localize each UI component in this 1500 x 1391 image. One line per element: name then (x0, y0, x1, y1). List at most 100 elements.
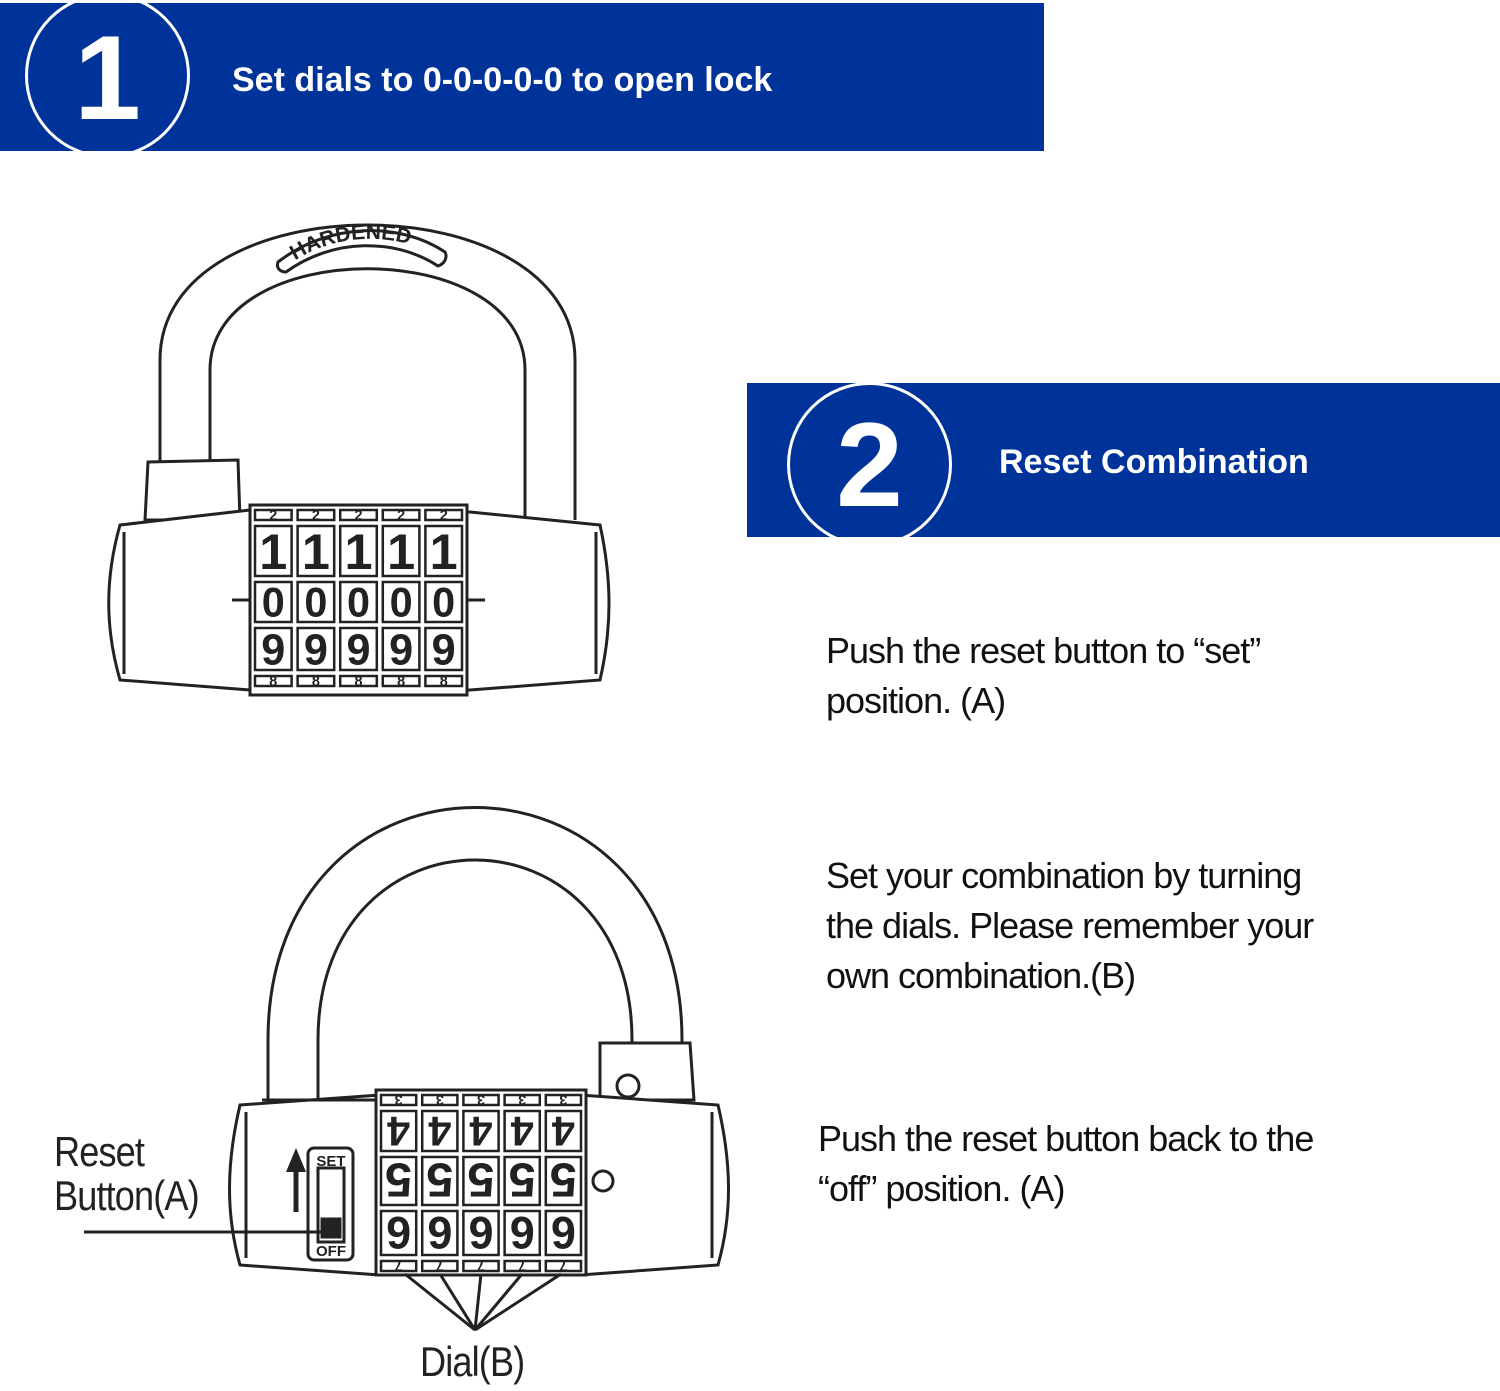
dial-cell (544, 1209, 583, 1257)
dial-cell (424, 626, 464, 672)
dial-digit: 1 (259, 523, 287, 580)
dial-cell (424, 524, 464, 578)
dial-cell (381, 508, 421, 522)
dial-digit: 8 (312, 674, 320, 690)
dial-digit: 4 (511, 1107, 534, 1153)
dial-digit: 7 (518, 1257, 526, 1273)
dial-digit: 9 (432, 626, 456, 674)
instruction-push-set: Push the reset button to “set” position.… (826, 630, 1261, 721)
dial-cell (462, 1155, 500, 1207)
dial-digit: 4 (387, 1107, 410, 1153)
dial-cell (462, 1209, 500, 1257)
dial-cell (462, 1109, 500, 1153)
dial-cell (503, 1209, 542, 1257)
dial-digit: 7 (436, 1257, 444, 1273)
dial-cell (338, 626, 379, 672)
dial-digit: 1 (302, 523, 330, 580)
dial-cell (296, 580, 336, 624)
dial-digit: 2 (397, 508, 405, 524)
dial-digit: 3 (395, 1091, 403, 1107)
lock-2-shackle-outer (266, 806, 684, 1100)
hardened-plate (276, 229, 448, 274)
lock-1-shackle-outer (158, 223, 577, 520)
dial-cell (420, 1093, 459, 1107)
dial-digit: 6 (468, 1207, 493, 1258)
dial-digit: 9 (261, 626, 285, 674)
dial-cell (544, 1155, 583, 1207)
dial-digit: 1 (344, 523, 372, 580)
dial-cell (296, 626, 336, 672)
dial-digit: 2 (354, 508, 362, 524)
step-2-number-badge: 2 (787, 383, 952, 537)
dial-digit: 4 (469, 1107, 492, 1153)
dial-cell (544, 1259, 583, 1273)
instruction-push-off: Push the reset button back to the “off” … (818, 1118, 1314, 1209)
dial-digit: 9 (304, 626, 328, 674)
dial-cell (338, 524, 379, 578)
dial-digit: 6 (510, 1207, 535, 1258)
dial-cell (424, 674, 464, 688)
dial-cell (503, 1093, 542, 1107)
dial-digit: 5 (550, 1153, 577, 1207)
dial-digit: 8 (269, 674, 277, 690)
dial-digit: 1 (387, 523, 415, 580)
dial-cell (296, 674, 336, 688)
dial-cell (381, 524, 421, 578)
dial-cell (420, 1209, 459, 1257)
dial-cell (503, 1259, 542, 1273)
dial-digit: 0 (347, 580, 370, 626)
step-2-banner: 2 Reset Combination (747, 383, 1500, 537)
reset-button-label: Reset Button(A) (54, 1128, 200, 1219)
dial-cell (424, 508, 464, 522)
lock-2-shackle-collar (598, 1041, 696, 1102)
step-1-number-badge: 1 (25, 3, 190, 151)
dial-cell (379, 1209, 418, 1257)
dial-digit: 7 (477, 1257, 485, 1273)
step-1-banner: 1 Set dials to 0-0-0-0-0 to open lock (0, 3, 1044, 151)
dial-digit: 2 (312, 508, 320, 524)
step-2-title: Reset Combination (999, 443, 1309, 481)
dial-callout-lines (404, 1272, 562, 1332)
dial-digit: 5 (426, 1153, 453, 1207)
dial-digit: 0 (262, 580, 285, 626)
dial-digit: 7 (559, 1257, 567, 1273)
dial-cell (462, 1259, 500, 1273)
dial-digit: 4 (428, 1107, 451, 1153)
dial-cell (420, 1109, 459, 1153)
dial-cell (338, 508, 379, 522)
dial-digit: 8 (440, 674, 448, 690)
dial-cell (253, 508, 293, 522)
dial-cell (253, 580, 293, 624)
dial-label: Dial(B) (420, 1338, 525, 1385)
reset-switch-knob (320, 1217, 342, 1239)
dial-digit: 5 (385, 1153, 412, 1207)
dial-cell (338, 580, 379, 624)
dial-cell (503, 1109, 542, 1153)
switch-set-label: SET (316, 1153, 345, 1170)
step-1-title: Set dials to 0-0-0-0-0 to open lock (232, 61, 773, 99)
dial-cell (379, 1093, 418, 1107)
dial-digit: 9 (346, 626, 370, 674)
dial-digit: 4 (552, 1107, 575, 1153)
dial-digit: 8 (354, 674, 362, 690)
lock-2-shackle-inner (316, 858, 634, 1100)
dial-cell (420, 1155, 459, 1207)
dial-digit: 3 (477, 1091, 485, 1107)
dial-digit: 1 (430, 523, 458, 580)
dial-digit: 2 (440, 508, 448, 524)
dial-cell (381, 626, 421, 672)
dial-cell (544, 1093, 583, 1107)
dial-digit: 5 (467, 1153, 494, 1207)
dial-cell (296, 508, 336, 522)
dial-digit: 8 (397, 674, 405, 690)
lock-1-shackle-collar (143, 458, 242, 522)
dial-digit: 6 (386, 1207, 411, 1258)
dial-cell (296, 524, 336, 578)
dial-digit: 0 (390, 580, 413, 626)
dial-cell (253, 626, 293, 672)
